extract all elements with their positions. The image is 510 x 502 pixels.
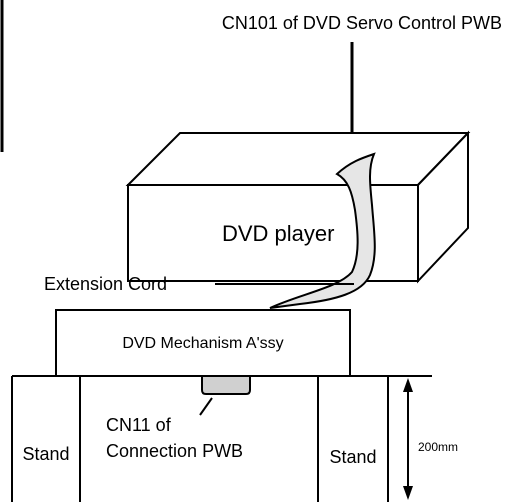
extension-cord-label: Extension Cord: [44, 274, 167, 294]
dvd-player-box: [125, 130, 471, 284]
cn11-label-line2: Connection PWB: [106, 441, 243, 461]
left-stand-label: Stand: [22, 444, 69, 464]
dimension-arrow: [403, 378, 413, 500]
cn11-connector: [201, 375, 251, 395]
dvd-player-top-face: [125, 132, 471, 186]
mechanism-label: DVD Mechanism A'ssy: [122, 335, 283, 352]
cn11-label-line1: CN11 of: [106, 415, 172, 435]
cn101-label: CN101 of DVD Servo Control PWB: [222, 13, 502, 33]
right-stand: [317, 376, 389, 502]
mechanism-box: [55, 309, 351, 377]
dvd-player-label: DVD player: [222, 221, 334, 246]
right-stand-label: Stand: [329, 447, 376, 467]
left-stand: [11, 376, 81, 502]
cn11-leader-line: [199, 397, 213, 416]
dimension-label: 200mm: [418, 440, 458, 454]
extension-cord-cable: [269, 152, 376, 309]
